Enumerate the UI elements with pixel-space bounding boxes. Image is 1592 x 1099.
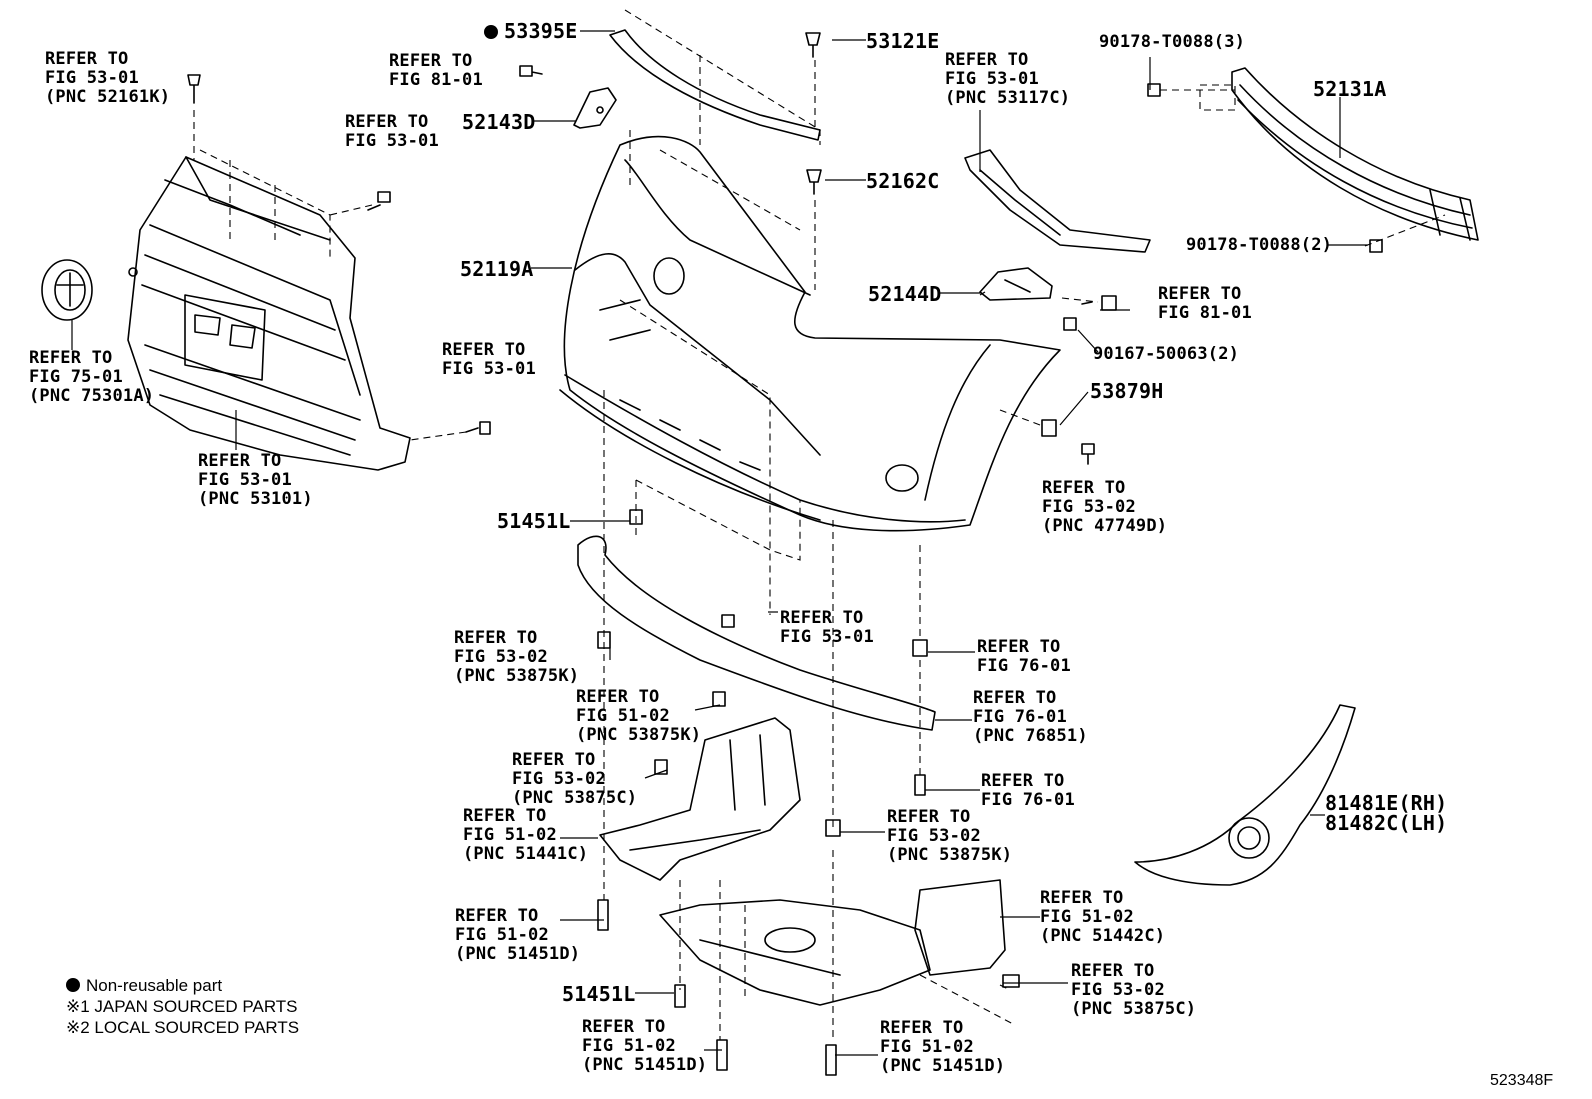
emblem	[41, 259, 93, 321]
refer-47749d: REFER TO FIG 53-02 (PNC 47749D)	[1042, 478, 1168, 536]
refer-fig-81-01-upper: REFER TO FIG 81-01	[389, 51, 483, 90]
callout-53395e: 53395E	[484, 20, 577, 42]
bracket-52143d	[573, 87, 617, 129]
refer-53875c-left: REFER TO FIG 53-02 (PNC 53875C)	[512, 750, 638, 808]
lower-spoiler	[577, 535, 936, 731]
legend-non-reusable: Non-reusable part	[66, 975, 299, 996]
refer-53101: REFER TO FIG 53-01 (PNC 53101)	[198, 451, 313, 509]
callout-81482c-lh: 81482C(LH)	[1325, 811, 1448, 835]
refer-51451d-center: REFER TO FIG 51-02 (PNC 51451D)	[582, 1017, 708, 1075]
radiator-grille	[127, 156, 411, 471]
callout-81481e-rh: 81481E(RH)	[1325, 791, 1448, 815]
refer-75301a: REFER TO FIG 75-01 (PNC 75301A)	[29, 348, 155, 406]
reinforcement-beam	[1231, 67, 1479, 241]
leader-lines	[71, 30, 1368, 1056]
refer-76851: REFER TO FIG 76-01 (PNC 76851)	[973, 688, 1088, 746]
legend-local-sourced: ※2 LOCAL SOURCED PARTS	[66, 1018, 300, 1037]
assembly-lines	[193, 9, 1446, 1040]
refer-fig-53-01-grille-top: REFER TO FIG 53-01	[345, 112, 439, 151]
refer-fig-76-01-clip: REFER TO FIG 76-01	[977, 637, 1071, 676]
upper-retainer	[609, 29, 821, 141]
refer-53875c-right: REFER TO FIG 53-02 (PNC 53875C)	[1071, 961, 1197, 1019]
callout-53879h: 53879H	[1090, 379, 1164, 403]
refer-53875k-left: REFER TO FIG 53-02 (PNC 53875K)	[454, 628, 580, 686]
under-cover-left	[599, 717, 801, 881]
callout-51451l-lower: 51451L	[562, 982, 636, 1006]
non-reusable-dot-icon	[66, 978, 80, 992]
callout-52119a: 52119A	[460, 257, 534, 281]
fog-lamp-cover	[1134, 704, 1356, 886]
refer-fig-76-01-screw: REFER TO FIG 76-01	[981, 771, 1075, 810]
refer-fig-53-01-grille-side: REFER TO FIG 53-01	[442, 340, 536, 379]
refer-53875k-right: REFER TO FIG 53-02 (PNC 53875K)	[887, 807, 1013, 865]
callout-52131a: 52131A	[1313, 77, 1387, 101]
callout-52144d: 52144D	[868, 282, 942, 306]
under-cover-right	[659, 879, 1006, 1006]
callout-53121e: 53121E	[866, 29, 940, 53]
callout-52162c: 52162C	[866, 169, 940, 193]
non-reusable-dot-icon	[484, 25, 498, 39]
callout-90178-t0088-2: 90178-T0088(2)	[1186, 235, 1333, 255]
refer-53875k-center: REFER TO FIG 51-02 (PNC 53875K)	[576, 687, 702, 745]
callout-52143d: 52143D	[462, 110, 536, 134]
refer-51441c: REFER TO FIG 51-02 (PNC 51441C)	[463, 806, 589, 864]
callout-51451l-upper: 51451L	[497, 509, 571, 533]
refer-fig-53-01-spoiler: REFER TO FIG 53-01	[780, 608, 874, 647]
figure-number: 523348F	[1490, 1072, 1554, 1089]
refer-52161k: REFER TO FIG 53-01 (PNC 52161K)	[45, 49, 171, 107]
callout-90178-t0088-3: 90178-T0088(3)	[1099, 32, 1246, 52]
callout-90167-50063-2: 90167-50063(2)	[1093, 344, 1240, 364]
refer-fig-81-01-lower: REFER TO FIG 81-01	[1158, 284, 1252, 323]
refer-51451d-left: REFER TO FIG 51-02 (PNC 51451D)	[455, 906, 581, 964]
refer-53117c: REFER TO FIG 53-01 (PNC 53117C)	[945, 50, 1071, 108]
fasteners	[187, 32, 1383, 1076]
side-retainer	[964, 149, 1151, 253]
legend: Non-reusable part ※1 JAPAN SOURCED PARTS…	[66, 975, 299, 1038]
bumper-cover	[559, 135, 1061, 532]
bracket-52144d	[979, 267, 1053, 301]
legend-japan-sourced: ※1 JAPAN SOURCED PARTS	[66, 997, 298, 1016]
refer-51451d-right: REFER TO FIG 51-02 (PNC 51451D)	[880, 1018, 1006, 1076]
refer-51442c: REFER TO FIG 51-02 (PNC 51442C)	[1040, 888, 1166, 946]
